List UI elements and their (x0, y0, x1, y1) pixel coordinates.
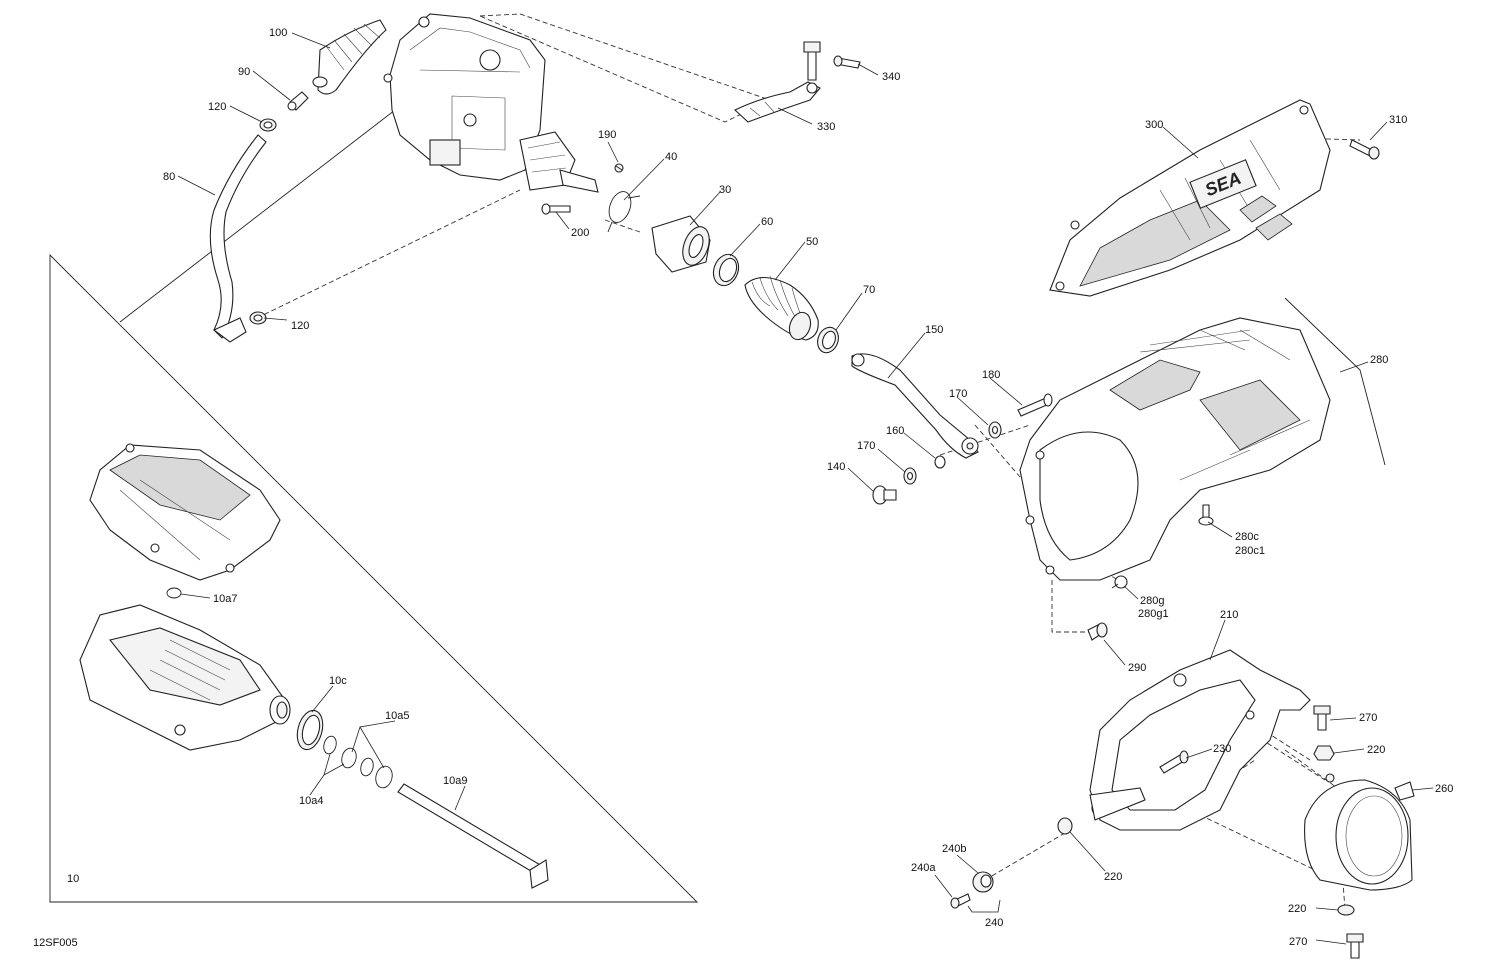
bolt-part-240a (950, 893, 971, 909)
hose-part-80 (209, 134, 267, 343)
callout-170-lower: 170 (857, 440, 875, 452)
callout-90: 90 (238, 66, 250, 78)
actuator-assembly (383, 13, 599, 193)
callout-210: 210 (1220, 609, 1238, 621)
callout-220-lower: 220 (1288, 903, 1306, 915)
cover-part-300: SEA (1049, 99, 1331, 297)
callout-10a9: 10a9 (443, 775, 467, 787)
callout-220-upper: 220 (1367, 744, 1385, 756)
callout-60: 60 (761, 216, 773, 228)
screw-part-310 (1349, 139, 1380, 160)
callout-200: 200 (571, 227, 589, 239)
washer-part-220-lower (1337, 904, 1355, 916)
washer-part-170-lower (903, 467, 917, 485)
inset-shaft-10a9 (397, 783, 549, 889)
callout-240b: 240b (942, 843, 966, 855)
boot-part-100 (312, 19, 387, 95)
figure-code: 12SF005 (33, 937, 78, 949)
ring-part-60 (712, 253, 740, 287)
washer-part-170-upper (988, 421, 1002, 439)
screw-part-290 (1087, 622, 1108, 641)
bushing-part-240b (972, 871, 994, 893)
screw-part-280c (1198, 504, 1214, 526)
inset-cover (89, 443, 281, 581)
callout-230: 230 (1213, 743, 1231, 755)
callout-280: 280 (1370, 354, 1388, 366)
callout-340: 340 (882, 71, 900, 83)
screw-part-280g (1111, 575, 1128, 589)
callout-270-lower: 270 (1289, 936, 1307, 948)
callout-280c1: 280c1 (1235, 545, 1265, 557)
callout-labels: 100 90 120 80 120 190 40 30 200 60 50 70… (67, 27, 1453, 948)
callout-10a7: 10a7 (213, 593, 237, 605)
fitting-part-90 (287, 91, 309, 111)
callout-260: 260 (1435, 783, 1453, 795)
callout-170-upper: 170 (949, 388, 967, 400)
callout-180: 180 (982, 369, 1000, 381)
callout-190: 190 (598, 129, 616, 141)
washer-part-220-mid (1057, 817, 1073, 835)
callout-290: 290 (1128, 662, 1146, 674)
housing-part-280 (1019, 297, 1386, 581)
frame-part-210 (1089, 649, 1311, 831)
bolt-part-340 (803, 41, 861, 81)
callout-70: 70 (863, 284, 875, 296)
inset-housing-with-motor (79, 604, 291, 751)
callout-50: 50 (806, 236, 818, 248)
callout-100: 100 (269, 27, 287, 39)
callout-310: 310 (1389, 114, 1407, 126)
callout-240a: 240a (911, 862, 936, 874)
clamp-part-120-bottom (249, 311, 267, 325)
clip-ring-part-40 (607, 191, 641, 233)
bolt-part-180 (1017, 393, 1053, 417)
callout-330: 330 (817, 121, 835, 133)
leader-lines (177, 32, 1434, 945)
inset-ring-10c (296, 709, 324, 751)
bolt-part-200 (541, 203, 571, 215)
callout-120-top: 120 (208, 101, 226, 113)
callout-10a5: 10a5 (385, 710, 409, 722)
inset-frame (49, 109, 699, 903)
coupler-part-30 (651, 215, 711, 273)
callout-30: 30 (719, 184, 731, 196)
clamp-part-120-top (259, 118, 277, 132)
washer-part-220-upper (1313, 745, 1335, 761)
lever-part-150 (851, 353, 979, 459)
callout-40: 40 (665, 151, 677, 163)
bolt-part-140 (872, 485, 897, 505)
bolt-part-270-lower (1346, 933, 1364, 959)
callout-160: 160 (886, 425, 904, 437)
callout-150: 150 (925, 324, 943, 336)
screw-part-190 (614, 163, 624, 173)
callout-80: 80 (163, 171, 175, 183)
inset-oring-10a7 (166, 587, 182, 599)
bolt-part-270-upper (1313, 705, 1331, 731)
callout-300: 300 (1145, 119, 1163, 131)
washer-part-160 (934, 455, 946, 469)
callout-280g1: 280g1 (1138, 608, 1169, 620)
clamp-part-70 (817, 326, 839, 354)
callout-10: 10 (67, 873, 79, 885)
nozzle-part-260 (1304, 773, 1415, 891)
bellows-part-50 (744, 275, 819, 341)
callout-280c: 280c (1235, 531, 1259, 543)
callout-10a4: 10a4 (299, 795, 323, 807)
callout-140: 140 (827, 461, 845, 473)
callout-120-bottom: 120 (291, 320, 309, 332)
sensor-part-330 (734, 81, 821, 123)
callout-280g: 280g (1140, 595, 1164, 607)
callout-270-upper: 270 (1359, 712, 1377, 724)
callout-220-mid: 220 (1104, 871, 1122, 883)
callout-240: 240 (985, 917, 1003, 929)
callout-10c: 10c (329, 675, 347, 687)
inset-seals-10a4-10a5 (323, 735, 393, 789)
